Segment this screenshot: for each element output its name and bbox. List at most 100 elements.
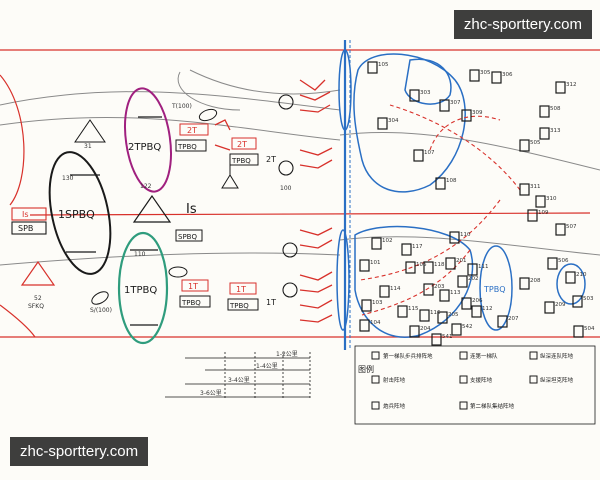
enemy-unit-label: 101 (370, 260, 381, 266)
enemy-unit-label: 114 (390, 286, 401, 292)
enemy-unit-box (405, 261, 416, 274)
center-flag: Is SPBQ (132, 194, 203, 242)
enemy-unit-label: 311 (530, 184, 541, 190)
fire-support (214, 79, 333, 323)
enemy-unit-box (359, 319, 370, 332)
top-flag: 31 (74, 119, 106, 150)
enemy-unit-label: 111 (478, 264, 489, 270)
enemy-unit-box (497, 315, 508, 328)
enemy-unit-label: 204 (420, 326, 431, 332)
enemy-unit-box (527, 209, 538, 222)
enemy-unit-label: 110 (460, 232, 471, 238)
legend-item-5: 支援阵地 (470, 376, 493, 384)
enemy-unit-box (409, 89, 420, 102)
enemy-unit-box (423, 261, 434, 274)
legend-title: 图例 (358, 364, 374, 374)
enemy-unit-box (401, 243, 412, 256)
enemy-unit-label: 201 (456, 258, 467, 264)
enemy-unit-box (469, 69, 480, 82)
enemy-unit-label: 541 (442, 334, 453, 340)
artillery-circles: 100 (278, 94, 298, 298)
enemy-arrows (359, 104, 521, 316)
enemy-unit-box (359, 259, 370, 272)
enemy-unit-label: 113 (450, 290, 461, 296)
label-tpbq-upper: TPBQ (177, 143, 197, 151)
legend-item-1: 第一梯队步兵排阵地 (383, 352, 433, 360)
enemy-unit-label: 105 (378, 62, 389, 68)
enemy-unit-label: 309 (472, 110, 483, 116)
scale-label-2: 1-4公里 (256, 363, 278, 370)
enemy-zones (336, 49, 586, 338)
enemy-unit-label: 312 (566, 82, 577, 88)
enemy-unit-label: 313 (550, 128, 561, 134)
label-1spbq: 1SPBQ (58, 208, 95, 221)
scale-label-1: 1-2公里 (276, 351, 298, 358)
legend-item-2: 连第一梯队 (470, 352, 498, 360)
enemy-unit-box (539, 127, 550, 140)
enemy-unit-label: 208 (530, 278, 541, 284)
enemy-unit-box (467, 263, 478, 276)
enemy-unit-label: 508 (550, 106, 561, 112)
enemy-unit-box (449, 231, 460, 244)
label-num-130: 130 (62, 175, 74, 182)
enemy-unit-box (439, 289, 450, 302)
enemy-unit-label: 310 (546, 196, 557, 202)
label-num-31: 31 (84, 143, 92, 150)
label-num-122: 122 (140, 183, 152, 190)
enemy-unit-label: 304 (388, 118, 399, 124)
enemy-unit-label: 306 (502, 72, 513, 78)
label-spb: SPB (18, 224, 33, 233)
red-boundaries (0, 49, 600, 338)
enemy-unit-box (361, 299, 372, 312)
label-2t-free: 2T (266, 155, 276, 164)
scale-label-4: 3-6公里 (200, 390, 222, 397)
enemy-unit-label: 103 (372, 300, 383, 306)
label-is-center: Is (186, 202, 197, 217)
label-num-52: 52 (34, 295, 42, 302)
legend-item-3: 纵深连队阵地 (540, 352, 574, 360)
enemy-unit-label: 209 (555, 302, 566, 308)
enemy-unit-label: 307 (450, 100, 461, 106)
enemy-unit-box (371, 237, 382, 250)
label-2t-box-2: 2T (237, 140, 247, 149)
legend-item-8: 第二梯队集结阵地 (470, 402, 515, 410)
enemy-unit-box (419, 309, 430, 322)
enemy-unit-box (437, 311, 448, 324)
enemy-unit-box (451, 323, 462, 336)
enemy-unit-box (519, 139, 530, 152)
enemy-unit-label: 115 (408, 306, 419, 312)
enemy-unit-box (379, 285, 390, 298)
enemy-unit-box (431, 333, 442, 346)
watermark-top: zhc-sporttery.com (453, 10, 592, 39)
scale-labels: 1-2公里 1-4公里 3-4公里 3-6公里 (200, 351, 298, 397)
label-is-left: Is (22, 210, 29, 219)
enemy-unit-label: 206 (472, 298, 483, 304)
label-1t-free: 1T (266, 298, 276, 307)
unit-1spbq: 1SPBQ 130 (48, 151, 112, 275)
label-tpbq-lower-2: TPBQ (229, 302, 249, 310)
enemy-unit-box (547, 257, 558, 270)
enemy-unit-box (377, 117, 388, 130)
enemy-unit-box (572, 295, 583, 308)
label-1tpbq: 1TPBQ (124, 285, 157, 296)
enemy-unit-box (461, 297, 472, 310)
watermark-bottom: zhc-sporttery.com (10, 437, 149, 466)
enemy-unit-label: 504 (584, 326, 595, 332)
label-spbq-box: SPBQ (178, 233, 197, 241)
enemy-unit-box (519, 277, 530, 290)
enemy-unit-box (397, 305, 408, 318)
enemy-unit-label: 118 (434, 262, 445, 268)
enemy-unit-label: 112 (482, 306, 493, 312)
enemy-unit-label: 107 (424, 150, 435, 156)
legend-item-6: 纵深坦克阵地 (540, 376, 574, 384)
label-num-110: 110 (134, 251, 146, 258)
enemy-unit-label: 106 (416, 262, 427, 268)
enemy-unit-label: 506 (558, 258, 569, 264)
enemy-unit-label: 503 (583, 296, 594, 302)
enemy-unit-box (413, 149, 424, 162)
enemy-unit-box (565, 271, 576, 284)
enemy-unit-label: 116 (430, 310, 441, 316)
label-t100: T(100) (171, 103, 192, 110)
